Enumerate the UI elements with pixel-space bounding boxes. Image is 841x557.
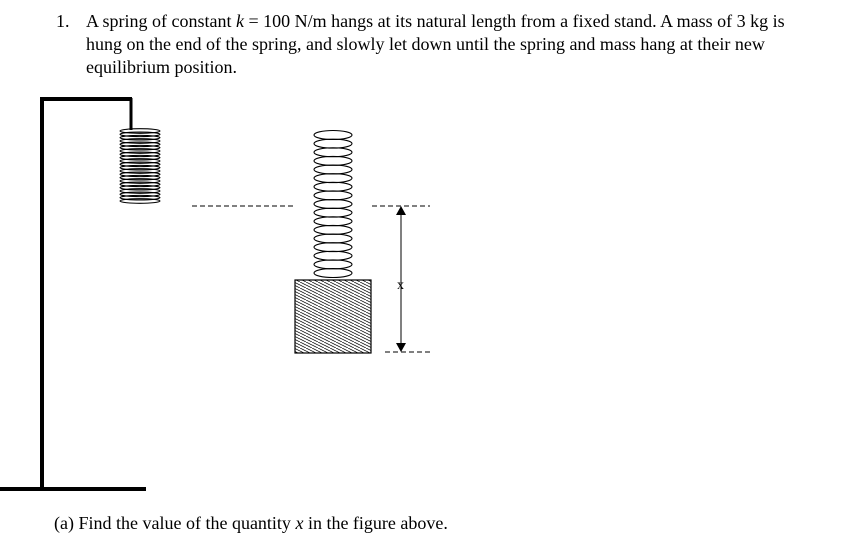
problem-text-start: A spring of constant [86, 11, 236, 31]
spring-coil [119, 161, 161, 168]
spring-coil [119, 178, 161, 184]
spring-coil [313, 147, 353, 158]
spring-coil [313, 267, 353, 279]
spring-coil [313, 216, 353, 227]
spring-stretched [313, 129, 353, 279]
spring-coil [313, 233, 353, 244]
spring-coil [119, 198, 161, 204]
spring-coil [119, 141, 161, 148]
spring-coil [119, 188, 161, 194]
spring-coil [313, 190, 353, 201]
spring-coil [313, 242, 353, 253]
spring-coil [119, 181, 161, 188]
spring-constant-symbol: k [236, 11, 244, 31]
spring-coil [119, 154, 161, 161]
spring-coil [119, 144, 161, 151]
spring-coil [119, 151, 161, 158]
problem-text: A spring of constant k = 100 N/m hangs a… [86, 10, 796, 79]
problem-text-rest: = 100 N/m hangs at its natural length fr… [86, 11, 785, 77]
spring-coil [119, 194, 161, 201]
spring-coil [119, 158, 161, 164]
problem-statement: 1. A spring of constant k = 100 N/m hang… [56, 10, 796, 79]
x-dimension-arrow [396, 206, 406, 352]
spring-coil [313, 259, 353, 270]
question-a: (a) Find the value of the quantity x in … [54, 512, 448, 535]
spring-coil [119, 148, 161, 154]
spring-natural-length [119, 128, 161, 204]
spring-coil [119, 138, 161, 144]
question-suffix: in the figure above. [303, 513, 448, 533]
spring-coil [119, 174, 161, 181]
spring-coil [313, 138, 353, 149]
spring-coil [313, 155, 353, 166]
spring-coil [313, 250, 353, 261]
spring-coil [119, 164, 161, 171]
mass-block [294, 279, 372, 354]
question-variable: x [295, 513, 304, 533]
spring-coil [119, 131, 161, 138]
x-label: x [397, 278, 404, 293]
spring-coil [313, 164, 353, 175]
spring-coil [313, 173, 353, 184]
spring-coil [313, 181, 353, 192]
spring-coil [313, 224, 353, 235]
spring-coil [313, 198, 353, 210]
spring-coil [119, 171, 161, 178]
spring-coil [119, 134, 161, 141]
problem-number: 1. [56, 11, 70, 31]
question-prefix: (a) Find the value of the quantity [54, 513, 296, 533]
spring-coil [313, 207, 353, 218]
stand [0, 97, 146, 491]
spring-coil [119, 184, 161, 191]
spring-coil [313, 129, 353, 141]
spring-coil [119, 168, 161, 174]
spring-coil [119, 191, 161, 198]
spring-coil [119, 128, 161, 134]
